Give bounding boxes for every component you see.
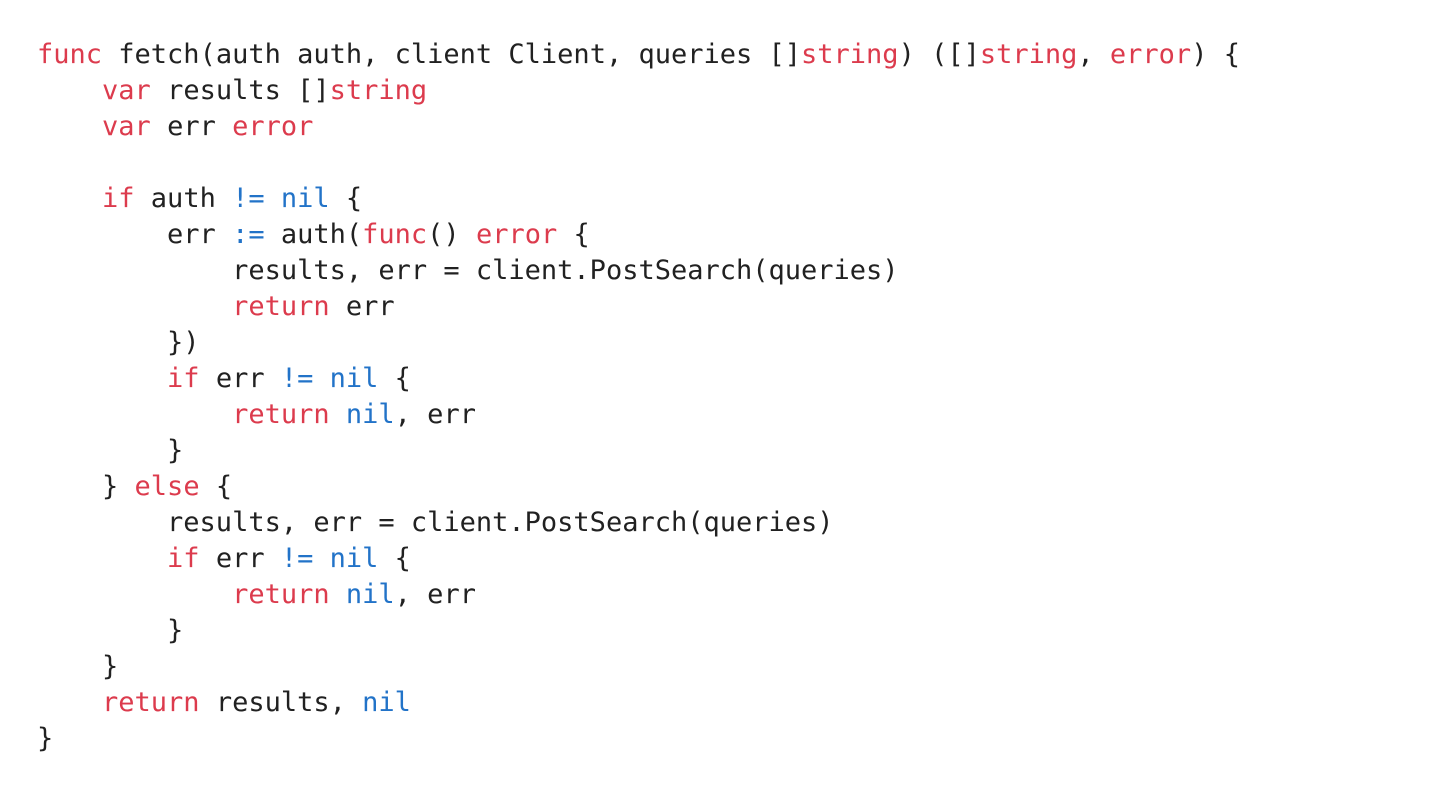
- code-token-text: }: [37, 651, 119, 682]
- code-token-text: [313, 363, 329, 394]
- code-token-literal: !=: [280, 363, 314, 394]
- code-token-text: [37, 75, 102, 106]
- code-line: return nil, err: [37, 577, 1240, 613]
- code-token-text: [37, 579, 232, 610]
- code-block: func fetch(auth auth, client Client, que…: [37, 37, 1240, 757]
- code-token-text: [330, 579, 346, 610]
- code-token-text: {: [557, 219, 590, 250]
- code-token-keyword: return: [102, 687, 200, 718]
- code-token-keyword: string: [329, 75, 428, 106]
- code-token-keyword: string: [979, 39, 1078, 70]
- code-token-text: ) {: [1191, 39, 1240, 70]
- code-token-keyword: return: [232, 399, 330, 430]
- code-line: }: [37, 721, 1240, 757]
- code-token-text: [37, 291, 232, 322]
- code-token-text: }): [37, 327, 200, 358]
- code-token-text: {: [329, 183, 363, 214]
- code-line: }: [37, 613, 1240, 649]
- code-token-text: }: [37, 435, 184, 466]
- code-token-keyword: error: [475, 219, 558, 250]
- code-token-keyword: return: [232, 579, 330, 610]
- code-token-keyword: error: [1109, 39, 1192, 70]
- code-line: err := auth(func() error {: [37, 217, 1240, 253]
- code-token-text: err: [329, 291, 395, 322]
- code-line: } else {: [37, 469, 1240, 505]
- code-token-text: , err: [394, 399, 476, 430]
- code-token-text: [313, 543, 329, 574]
- code-token-keyword: if: [167, 543, 200, 574]
- code-line: }): [37, 325, 1240, 361]
- code-token-text: err: [150, 111, 233, 142]
- code-token-text: fetch(auth auth, client Client, queries …: [102, 39, 802, 70]
- code-token-text: }: [37, 471, 135, 502]
- code-token-text: err: [199, 363, 281, 394]
- code-line: return nil, err: [37, 397, 1240, 433]
- code-token-text: err: [37, 219, 233, 250]
- code-token-literal: nil: [345, 399, 395, 430]
- code-line: func fetch(auth auth, client Client, que…: [37, 37, 1240, 73]
- code-token-text: results, err = client.PostSearch(queries…: [37, 507, 834, 538]
- code-token-text: {: [199, 471, 233, 502]
- code-token-text: [330, 399, 346, 430]
- code-token-keyword: var: [102, 111, 151, 142]
- code-token-text: [37, 363, 167, 394]
- code-token-keyword: string: [801, 39, 899, 70]
- code-token-text: auth: [134, 183, 233, 214]
- code-line: }: [37, 649, 1240, 685]
- code-line: results, err = client.PostSearch(queries…: [37, 253, 1240, 289]
- code-token-keyword: var: [102, 75, 151, 106]
- code-token-text: err: [199, 543, 281, 574]
- code-token-text: (): [427, 219, 476, 250]
- code-line: var results []string: [37, 73, 1240, 109]
- code-line: [37, 145, 1240, 181]
- code-line: if auth != nil {: [37, 181, 1240, 217]
- code-line: var err error: [37, 109, 1240, 145]
- code-token-text: auth(: [264, 219, 363, 250]
- code-token-text: [37, 111, 102, 142]
- code-token-literal: nil: [280, 183, 330, 214]
- code-token-text: [37, 687, 102, 718]
- code-line: if err != nil {: [37, 361, 1240, 397]
- code-token-literal: !=: [232, 183, 265, 214]
- code-line: if err != nil {: [37, 541, 1240, 577]
- code-token-text: [37, 183, 102, 214]
- code-token-text: {: [378, 543, 411, 574]
- code-token-literal: nil: [329, 363, 379, 394]
- code-token-keyword: func: [37, 39, 103, 70]
- code-token-text: results,: [199, 687, 363, 718]
- code-token-text: ) ([]: [898, 39, 980, 70]
- code-token-literal: :=: [232, 219, 265, 250]
- code-token-keyword: error: [232, 111, 314, 142]
- code-token-literal: nil: [345, 579, 395, 610]
- code-token-text: results []: [150, 75, 330, 106]
- code-token-literal: nil: [329, 543, 379, 574]
- code-token-text: ,: [1077, 39, 1110, 70]
- code-snippet: func fetch(auth auth, client Client, que…: [37, 37, 1240, 757]
- code-token-text: [37, 543, 167, 574]
- code-token-literal: !=: [280, 543, 314, 574]
- code-token-text: }: [37, 615, 184, 646]
- code-token-text: , err: [394, 579, 476, 610]
- code-token-text: results, err = client.PostSearch(queries…: [37, 255, 899, 286]
- code-line: return results, nil: [37, 685, 1240, 721]
- code-line: }: [37, 433, 1240, 469]
- code-token-text: [265, 183, 281, 214]
- code-line: return err: [37, 289, 1240, 325]
- code-token-text: {: [378, 363, 411, 394]
- code-token-keyword: if: [102, 183, 135, 214]
- code-token-keyword: else: [134, 471, 200, 502]
- code-token-keyword: func: [362, 219, 428, 250]
- code-token-keyword: if: [167, 363, 200, 394]
- code-line: results, err = client.PostSearch(queries…: [37, 505, 1240, 541]
- code-token-text: }: [37, 723, 54, 754]
- code-token-text: [37, 399, 232, 430]
- code-token-literal: nil: [362, 687, 411, 718]
- code-token-keyword: return: [232, 291, 330, 322]
